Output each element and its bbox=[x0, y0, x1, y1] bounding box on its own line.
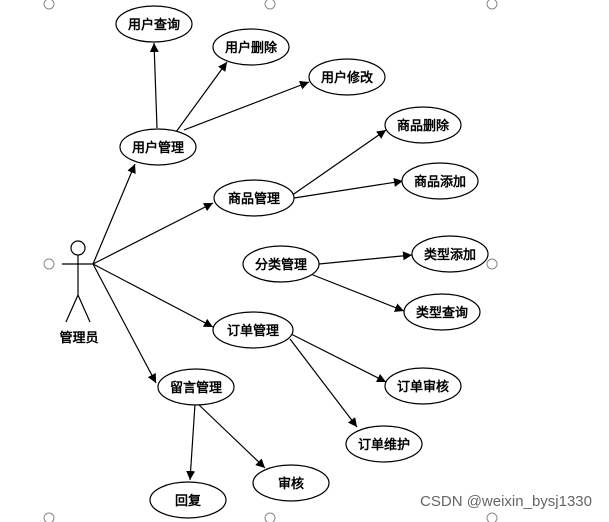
use-case-label: 分类管理 bbox=[255, 257, 307, 273]
edge-user-mgmt-edit bbox=[183, 81, 310, 131]
connections bbox=[92, 42, 413, 481]
use-case-label: 商品删除 bbox=[397, 118, 450, 134]
use-case-label: 类型添加 bbox=[424, 247, 476, 263]
use-case-type-add: 类型添加 bbox=[411, 235, 489, 273]
edge-user-mgmt-query bbox=[149, 42, 159, 129]
use-case-product-delete: 商品删除 bbox=[384, 106, 462, 144]
use-case-label: 商品添加 bbox=[414, 174, 466, 190]
use-case-product-add: 商品添加 bbox=[401, 162, 479, 200]
edge-category-type-add bbox=[318, 251, 413, 265]
use-case-label: 订单审核 bbox=[397, 379, 449, 395]
edge-order-mgmt-review bbox=[290, 333, 387, 383]
edge-message-review bbox=[197, 403, 266, 469]
actor-admin bbox=[62, 240, 93, 323]
use-case-reply: 回复 bbox=[149, 481, 227, 519]
edge-actor-message-mgmt bbox=[92, 263, 157, 384]
actor-head bbox=[70, 240, 86, 256]
edge-user-mgmt-delete bbox=[175, 61, 228, 133]
use-case-order-review: 订单审核 bbox=[384, 367, 462, 405]
edge-actor-order-mgmt bbox=[92, 263, 214, 328]
use-case-label: 用户管理 bbox=[131, 140, 184, 156]
use-case-category-mgmt: 分类管理 bbox=[242, 245, 320, 283]
use-case-label: 订单管理 bbox=[227, 323, 279, 339]
use-case-order-mgmt: 订单管理 bbox=[212, 311, 294, 349]
use-case-label: 留言管理 bbox=[170, 380, 222, 396]
use-case-label: 回复 bbox=[175, 493, 202, 509]
use-case-label: 订单维护 bbox=[358, 437, 410, 453]
edge-product-mgmt-add bbox=[293, 177, 404, 199]
edge-order-mgmt-maintain bbox=[289, 338, 358, 428]
actor-label: 管理员 bbox=[59, 330, 98, 346]
selection-handles bbox=[43, 0, 498, 522]
use-case-message-mgmt: 留言管理 bbox=[157, 368, 235, 406]
use-case-type-query: 类型查询 bbox=[403, 293, 481, 331]
use-case-label: 用户修改 bbox=[320, 70, 374, 86]
use-case-user-query: 用户查询 bbox=[115, 5, 193, 43]
actor-left-leg bbox=[65, 294, 79, 323]
use-case-user-mgmt: 用户管理 bbox=[119, 128, 197, 166]
actor-right-leg bbox=[77, 294, 91, 323]
edge-product-mgmt-delete bbox=[290, 129, 387, 197]
use-case-label: 用户删除 bbox=[224, 40, 278, 56]
use-case-product-mgmt: 商品管理 bbox=[213, 179, 295, 217]
use-case-order-maintain: 订单维护 bbox=[345, 425, 423, 463]
csdn-watermark: CSDN @weixin_bysj1330 bbox=[420, 493, 592, 510]
edge-message-reply bbox=[186, 403, 196, 481]
use-case-label: 用户查询 bbox=[127, 17, 180, 33]
use-case-label: 商品管理 bbox=[228, 191, 280, 207]
use-case-label: 类型查询 bbox=[416, 305, 468, 321]
edge-actor-user-mgmt bbox=[92, 163, 136, 265]
edge-actor-product-mgmt bbox=[92, 202, 214, 265]
use-case-label: 审核 bbox=[278, 476, 304, 492]
use-case-user-edit: 用户修改 bbox=[308, 58, 386, 96]
edge-category-type-query bbox=[307, 272, 405, 312]
use-case-user-delete: 用户删除 bbox=[212, 28, 290, 66]
use-case-review: 审核 bbox=[252, 464, 330, 502]
